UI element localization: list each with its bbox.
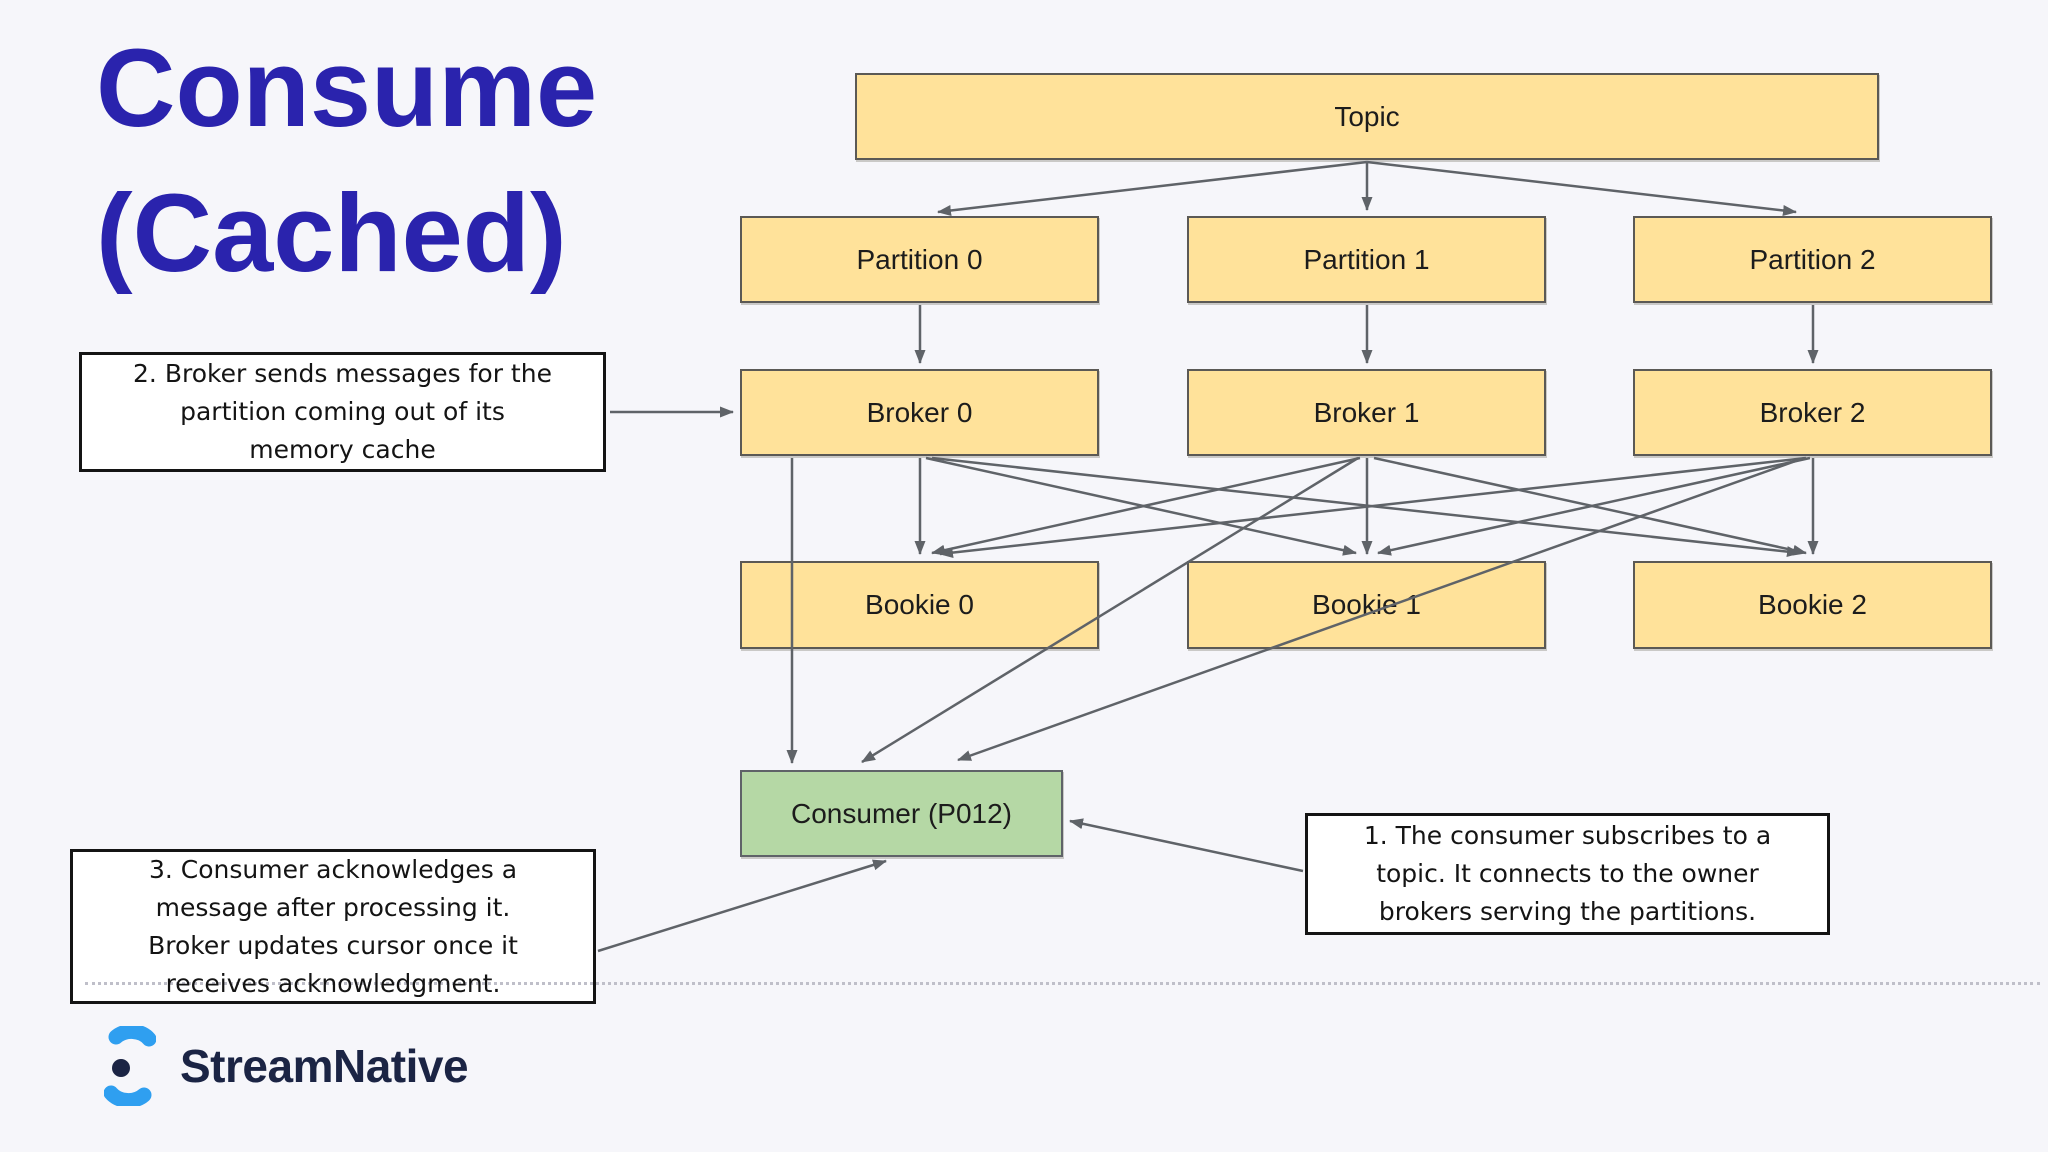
- edge-broker1-bookie0: [931, 456, 1361, 556]
- annotation-step-2-text: 2. Broker sends messages for the partiti…: [133, 359, 552, 464]
- node-partition-0: Partition 0: [740, 216, 1099, 303]
- node-partition-1-label: Partition 1: [1303, 243, 1430, 275]
- edge-note3-consumer: [597, 859, 887, 953]
- node-topic: Topic: [855, 73, 1879, 160]
- node-bookie-2-label: Bookie 2: [1758, 589, 1867, 620]
- slide-title: Consume (Cached): [96, 16, 597, 306]
- node-bookie-0-label: Bookie 0: [865, 589, 974, 620]
- streamnative-logo: StreamNative: [104, 1026, 469, 1106]
- edge-topic-partition2: [1366, 160, 1797, 216]
- node-partition-0-label: Partition 0: [856, 243, 983, 275]
- node-broker-1: Broker 1: [1187, 369, 1546, 456]
- node-bookie-2: Bookie 2: [1633, 561, 1992, 649]
- node-consumer-label: Consumer (P012): [791, 797, 1012, 829]
- dotted-divider: [85, 982, 2040, 985]
- node-broker-0: Broker 0: [740, 369, 1099, 456]
- node-bookie-1: Bookie 1: [1187, 561, 1546, 649]
- edge-broker2-bookie0: [939, 456, 1807, 559]
- edge-topic-partition0: [937, 160, 1368, 216]
- node-broker-0-label: Broker 0: [866, 396, 973, 428]
- annotation-step-2: 2. Broker sends messages for the partiti…: [79, 352, 606, 472]
- edge-broker2-bookie1: [1377, 456, 1811, 556]
- annotation-step-3: 3. Consumer acknowledges a message after…: [70, 849, 596, 1004]
- node-topic-label: Topic: [1334, 100, 1400, 132]
- streamnative-logo-wordmark: StreamNative: [180, 1040, 469, 1092]
- node-broker-2-label: Broker 2: [1759, 396, 1866, 428]
- slide-title-line2: (Cached): [96, 172, 567, 295]
- slide-title-line1: Consume: [96, 27, 598, 150]
- node-bookie-0: Bookie 0: [740, 561, 1099, 649]
- node-consumer: Consumer (P012): [740, 770, 1063, 857]
- edge-broker1-consumer: [861, 456, 1359, 764]
- node-partition-2: Partition 2: [1633, 216, 1992, 303]
- streamnative-logo-icon: [104, 1026, 156, 1106]
- annotation-step-1-text: 1. The consumer subscribes to a topic. I…: [1363, 821, 1772, 926]
- node-broker-2: Broker 2: [1633, 369, 1992, 456]
- annotation-step-3-text: 3. Consumer acknowledges a message after…: [148, 854, 518, 998]
- edge-broker2-consumer: [957, 456, 1805, 762]
- node-broker-1-label: Broker 1: [1313, 396, 1420, 428]
- node-partition-1: Partition 1: [1187, 216, 1546, 303]
- edge-note1-consumer: [1069, 818, 1304, 873]
- node-partition-2-label: Partition 2: [1749, 243, 1876, 275]
- annotation-step-1: 1. The consumer subscribes to a topic. I…: [1305, 813, 1830, 935]
